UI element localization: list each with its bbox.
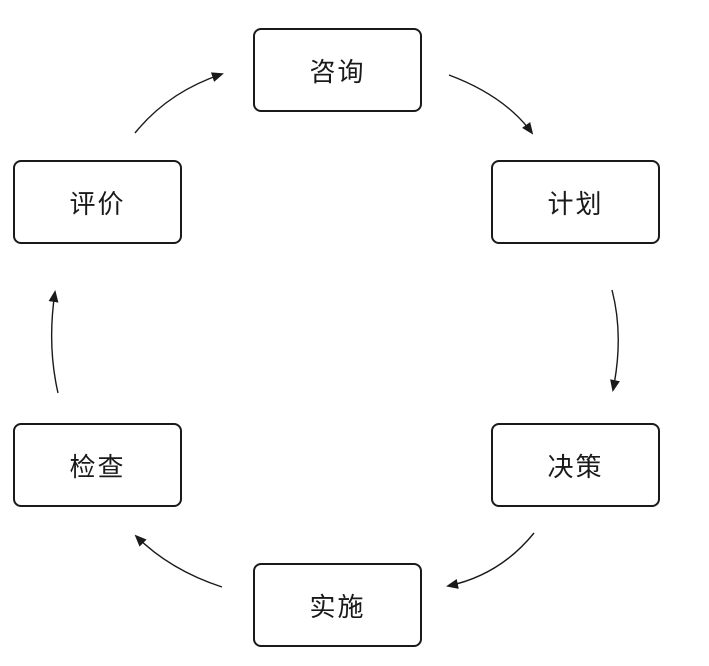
arrow-decide-to-implement (446, 532, 535, 589)
node-label: 计划 (547, 189, 604, 220)
node-label: 决策 (547, 452, 604, 483)
arrow-consult-to-plan (448, 74, 534, 135)
node-evaluate: 评价 (13, 160, 182, 244)
node-label: 咨询 (309, 57, 366, 88)
node-label: 实施 (309, 592, 366, 623)
node-plan: 计划 (491, 160, 660, 244)
node-decide: 决策 (491, 423, 660, 507)
node-check: 检查 (13, 423, 182, 507)
node-consult: 咨询 (253, 28, 422, 112)
arrow-evaluate-to-consult (134, 72, 224, 134)
arrow-plan-to-decide (610, 289, 620, 392)
arrow-check-to-evaluate (48, 290, 59, 394)
node-implement: 实施 (253, 563, 422, 647)
node-label: 评价 (69, 189, 126, 220)
arrow-implement-to-check (134, 534, 223, 588)
node-label: 检查 (69, 452, 126, 483)
